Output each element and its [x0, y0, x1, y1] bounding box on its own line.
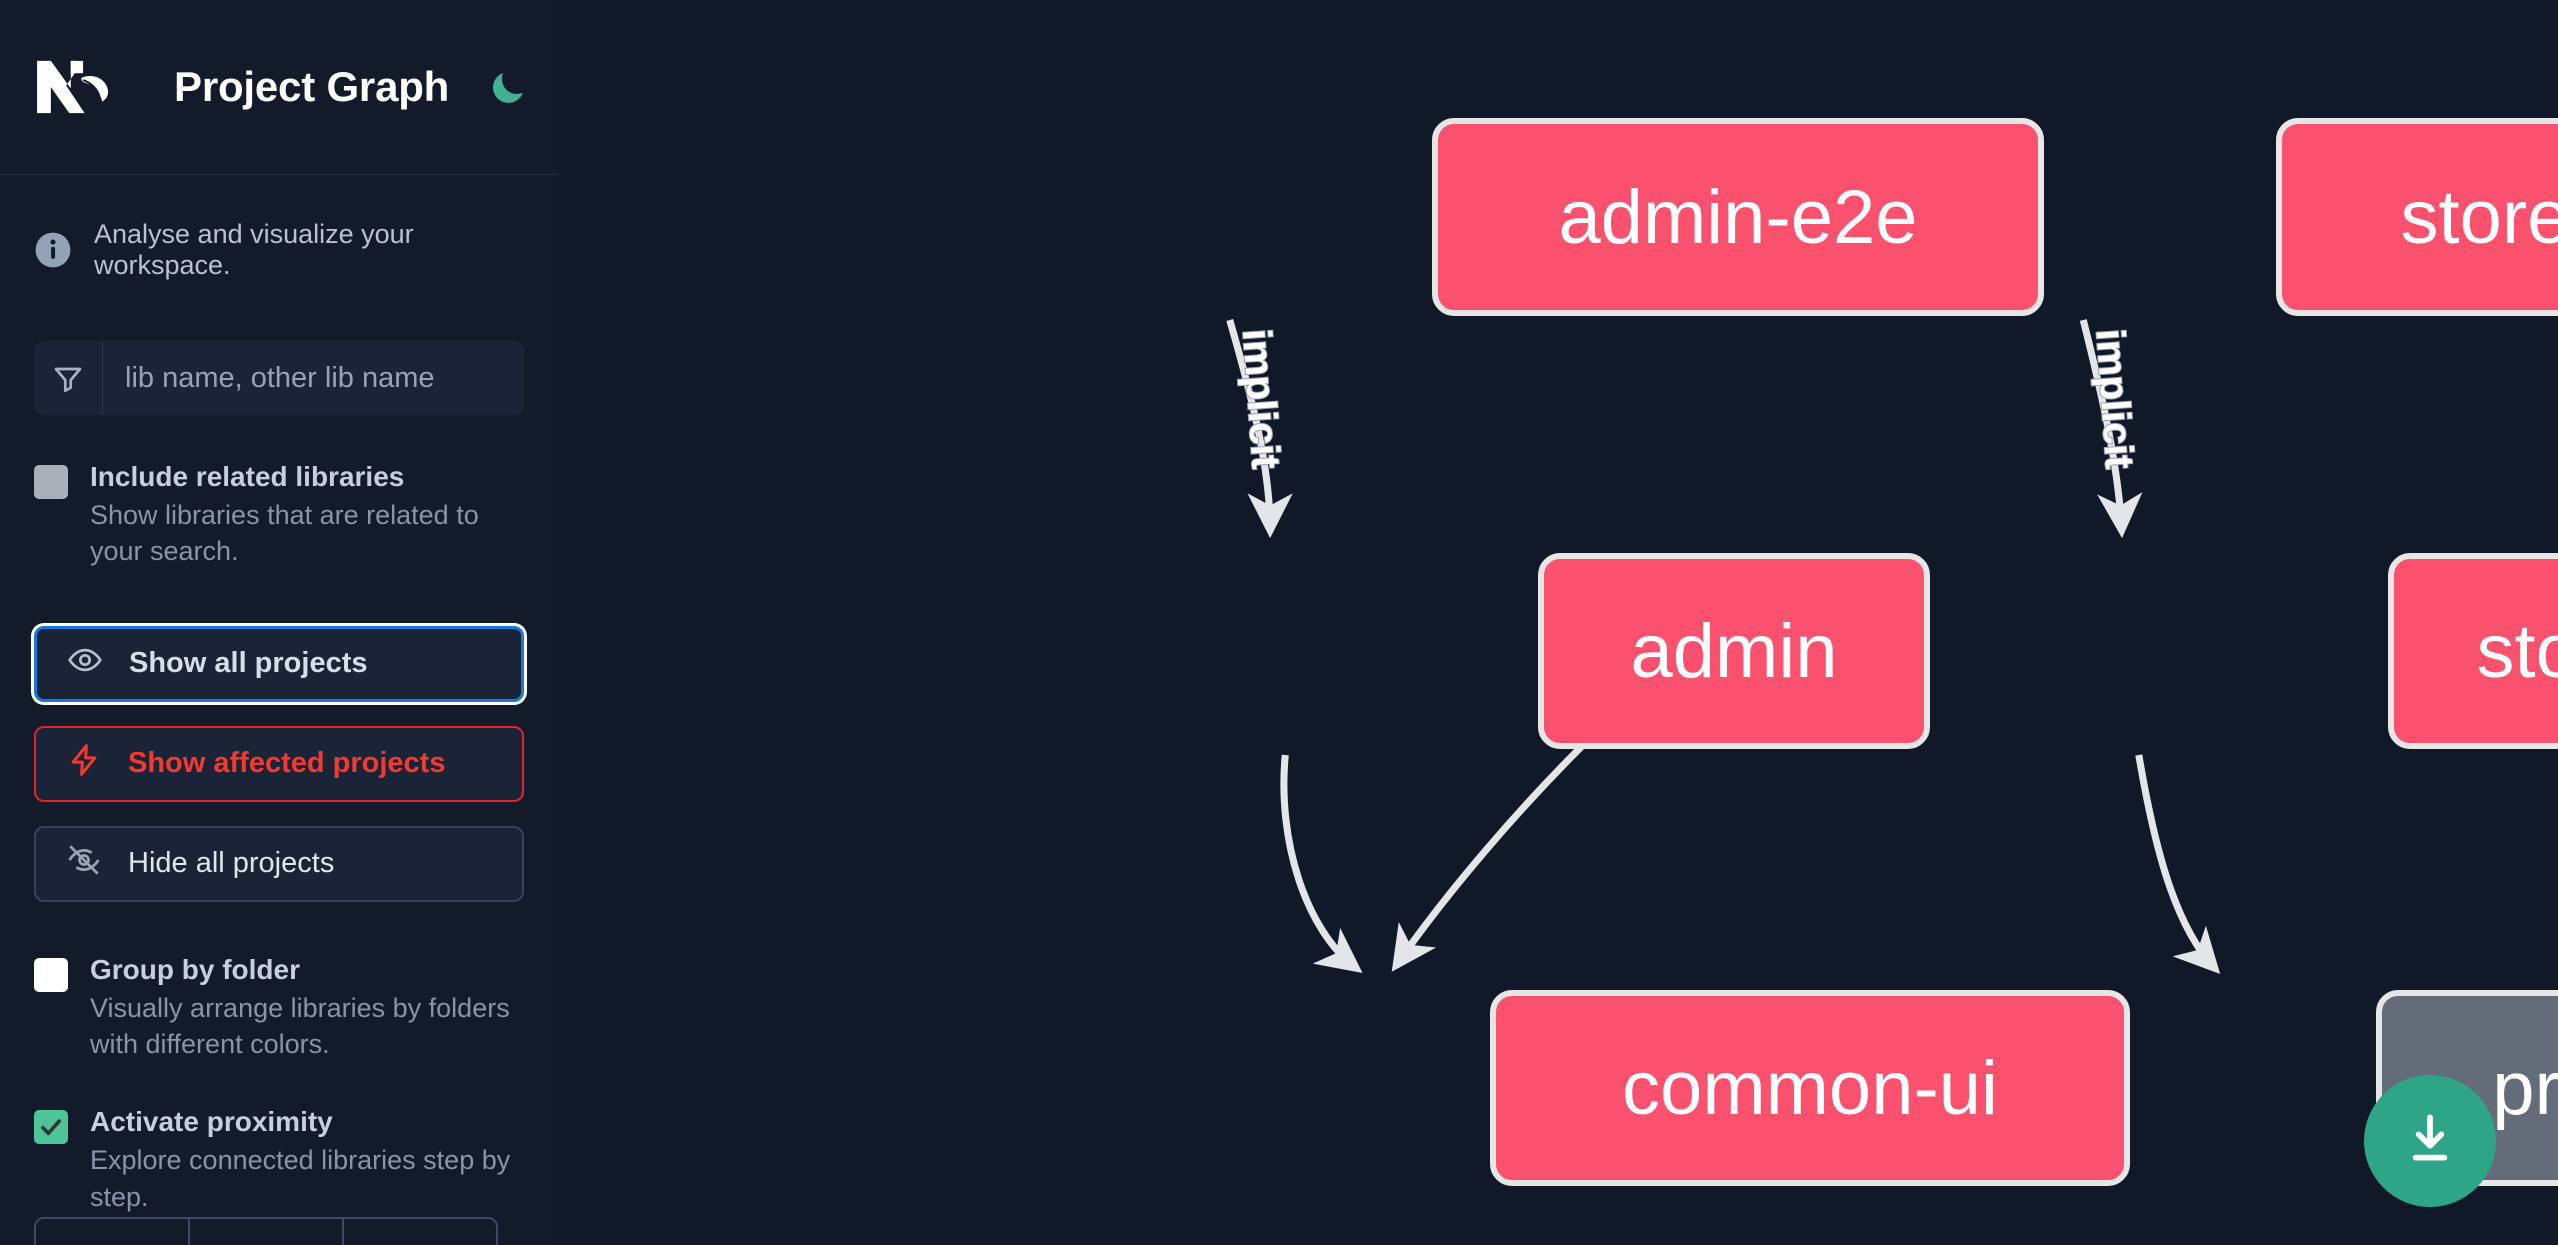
page-title: Project Graph — [174, 63, 450, 110]
node-label: store — [2476, 608, 2558, 694]
graph-node-admin-e2e[interactable]: admin-e2e — [1432, 118, 2044, 316]
download-icon — [2399, 1108, 2461, 1175]
node-label: store-e2e — [2400, 174, 2558, 260]
moon-icon[interactable] — [487, 61, 529, 113]
sidebar: Project Graph Analyse and visualize your… — [0, 0, 558, 1245]
option-description: Visually arrange libraries by folders wi… — [90, 992, 510, 1059]
graph-node-common-ui[interactable]: common-ui — [1490, 990, 2130, 1186]
edge-admin-e2e-to-admin — [1226, 319, 1293, 539]
visibility-buttons: Show all projects Show affected projects — [34, 625, 524, 902]
eye-icon — [67, 642, 103, 686]
edge-store-to-products — [2135, 754, 2221, 974]
show-affected-projects-label: Show affected projects — [128, 747, 446, 780]
edge-store-e2e-to-store — [2079, 319, 2143, 539]
option-group-by-folder[interactable]: Group by folder Visually arrange librari… — [0, 952, 558, 1063]
hide-all-projects-label: Hide all projects — [128, 847, 335, 880]
segment-option-1[interactable] — [36, 1219, 190, 1245]
show-all-projects-button[interactable]: Show all projects — [34, 625, 524, 702]
search-input[interactable] — [103, 341, 524, 415]
filter-icon — [34, 341, 103, 415]
segment-option-3[interactable] — [344, 1219, 496, 1245]
graph-node-store[interactable]: store — [2388, 553, 2558, 749]
hide-all-projects-button[interactable]: Hide all projects — [34, 825, 524, 902]
segment-option-2[interactable] — [190, 1219, 344, 1245]
option-description: Explore connected libraries step by step… — [90, 1145, 511, 1212]
option-title: Include related libraries — [90, 461, 405, 492]
option-description: Show libraries that are related to your … — [90, 499, 479, 567]
node-label: admin-e2e — [1558, 174, 1918, 260]
edge-label-implicit-store: implicit — [2087, 328, 2142, 471]
sidebar-header: Project Graph — [0, 0, 558, 175]
graph-node-store-e2e[interactable]: store-e2e — [2276, 118, 2558, 316]
node-label: admin — [1630, 608, 1838, 694]
option-activate-proximity[interactable]: Activate proximity Explore connected lib… — [0, 1104, 558, 1215]
show-all-projects-label: Show all projects — [129, 647, 368, 680]
nx-logo — [34, 54, 126, 120]
eye-off-icon — [66, 842, 102, 886]
lightning-icon — [66, 742, 102, 786]
edge-admin-to-common-ui — [1280, 754, 1363, 973]
info-text: Analyse and visualize your workspace. — [94, 219, 414, 280]
checkbox-activate-proximity[interactable] — [34, 1110, 68, 1145]
checkbox-group-by-folder[interactable] — [34, 957, 68, 992]
node-label: products — [2492, 1045, 2558, 1131]
edge-label-implicit-admin: implicit — [1234, 328, 1289, 471]
option-include-related-libraries[interactable]: Include related libraries Show libraries… — [0, 459, 558, 570]
checkbox-include-related-libraries[interactable] — [34, 465, 68, 499]
search-field[interactable] — [34, 341, 524, 415]
graph-canvas[interactable]: implicit implicit admin-e2e store-e2e ad… — [558, 0, 2558, 1245]
info-icon — [34, 231, 72, 269]
option-title: Group by folder — [90, 953, 300, 985]
node-label: common-ui — [1622, 1045, 1998, 1131]
segmented-control[interactable] — [34, 1217, 498, 1245]
workspace-info: Analyse and visualize your workspace. — [0, 175, 558, 281]
graph-node-admin[interactable]: admin — [1538, 553, 1930, 749]
download-graph-button[interactable] — [2364, 1075, 2496, 1207]
option-title: Activate proximity — [90, 1106, 333, 1138]
show-affected-projects-button[interactable]: Show affected projects — [34, 725, 524, 802]
